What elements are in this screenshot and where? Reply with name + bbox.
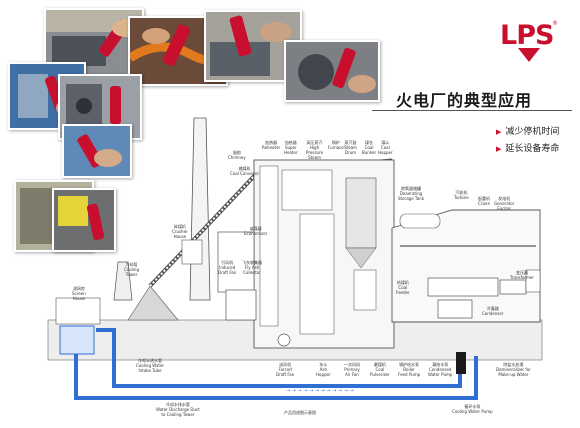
bullet-item: ▶延长设备寿命 — [496, 141, 559, 154]
cooling-tower — [113, 261, 133, 301]
label-ash-hopper: 灰斗 Ash Hopper — [316, 362, 331, 377]
label-water-discharge-duct: 冷却水排水管 Water Discharge Duct to Cooling T… — [156, 402, 200, 417]
label-induced-draft-fan: 引风机 Induced Draft Fan — [218, 260, 237, 275]
economizer — [217, 231, 255, 293]
photo-valve-spray-image — [286, 42, 378, 100]
circulating-water-pump — [456, 352, 466, 374]
label-forced-draft-fan: 送风机 Forced Draft Fan — [276, 362, 295, 377]
fly-ash-collector — [225, 289, 257, 321]
condenser — [437, 299, 473, 319]
bullet-text: 减少停机时间 — [505, 127, 560, 137]
coal-conveyor — [148, 170, 260, 288]
label-coal-bunker: 煤仓 Coal Bunker — [362, 140, 377, 155]
label-primary-air-fan: 一次风机 Primary Air Fan — [344, 362, 360, 377]
label-super-heater: 加热器 Super Heater — [284, 140, 298, 155]
label-condenser: 冷凝器 Condenser — [482, 306, 504, 316]
forced-draft-fan — [277, 333, 291, 347]
label-screen-house: 滤网房 Screen House — [72, 286, 86, 301]
screen-house — [55, 297, 101, 325]
turbine — [427, 277, 499, 297]
lps-logo: LPS ® — [500, 20, 558, 62]
label-chimney: 烟囱 Chimney — [228, 150, 246, 160]
label-generator-exciter: 发电机 Generator Exciter — [494, 196, 515, 211]
label-circulating-water-pump: 循环水泵 Cooling Water Pump — [452, 404, 493, 414]
deaerating-storage-tank — [399, 213, 441, 229]
label-condensed-water-pump: 凝结水泵 Condensed Water Pump — [428, 362, 453, 377]
label-cooling-tower: 冷却塔 Cooling Tower — [124, 262, 139, 277]
label-boiler-feed-pump: 锅炉给水泵 Boiler Feed Pump — [398, 362, 421, 377]
furnace — [299, 213, 335, 335]
label-furnace: 锅炉 Furnace — [328, 140, 344, 150]
label-crane: 起重机 Crane — [478, 196, 490, 206]
label-bottom-note: 产品用途图示意图 — [284, 410, 316, 415]
title-divider — [372, 110, 572, 111]
coal-hopper — [345, 247, 377, 269]
coal-bunker — [345, 177, 377, 249]
label-coal-conveyor: 输煤机 Coal Conveyor — [230, 166, 260, 176]
label-turbine: 汽轮机 Turbine — [454, 190, 469, 200]
photo-yellow-machine-spray-image — [54, 190, 114, 250]
label-coal-feeder: 给煤机 Coal Feeder — [396, 280, 410, 295]
coal-pulverizer — [353, 269, 377, 311]
label-coal-pulverizer: 磨煤机 Coal Pulverizer — [370, 362, 390, 377]
label-demineralizer: 除盐水处理 Demineralizer for Make-up Water — [496, 362, 531, 377]
intake-basin — [59, 325, 95, 355]
bullet-item: ▶减少停机时间 — [496, 124, 559, 137]
label-economizer: 省煤器 Economizer — [244, 226, 268, 236]
photo-valve-spray — [284, 40, 380, 102]
svg-text:®: ® — [552, 20, 558, 27]
generator-exciter — [499, 279, 527, 295]
triangle-bullet-icon: ▶ — [496, 145, 502, 153]
label-reheater: 加热器 Reheater — [262, 140, 281, 150]
label-high-pressure-steam: 高压蒸汽 High Pressure Steam — [306, 140, 324, 160]
svg-text:→ → → → → → → → → → → →: → → → → → → → → → → → → — [286, 388, 354, 394]
label-transformer: 变压器 Transformer — [510, 270, 535, 280]
svg-text:LPS: LPS — [500, 20, 553, 51]
photo-hand-spray-blue — [62, 124, 132, 178]
bullet-text: 延长设备寿命 — [505, 144, 560, 154]
label-coal-hopper: 煤斗 Coal Hopper — [378, 140, 393, 155]
label-steam-drum: 蒸汽鼓 Steam Drum — [344, 140, 357, 155]
cooling-water-intake-pipe — [96, 328, 462, 388]
photo-yellow-machine-spray — [52, 188, 116, 252]
transformer — [525, 269, 541, 293]
label-deaerating-storage-tank: 除氧器储罐 Deaerating Storage Tank — [398, 186, 425, 201]
super-heater-section — [281, 169, 333, 211]
crusher-house — [181, 239, 203, 265]
label-crusher-house: 碎煤机 Crusher House — [172, 224, 188, 239]
photo-hand-spray-blue-image — [64, 126, 130, 176]
water-discharge-pipe — [74, 344, 478, 400]
label-cooling-water-intake-tube: 冷却水进水管 Cooling Water Intake Tube — [136, 358, 165, 373]
page-title: 火电厂的典型应用 — [396, 91, 533, 110]
chimney — [189, 117, 211, 301]
boiler-furnace-left — [259, 165, 279, 327]
label-fly-ash-collector: 飞灰收集器 Fly Ash Collector — [242, 260, 262, 275]
triangle-bullet-icon: ▶ — [496, 128, 502, 136]
coal-pile — [127, 285, 179, 321]
